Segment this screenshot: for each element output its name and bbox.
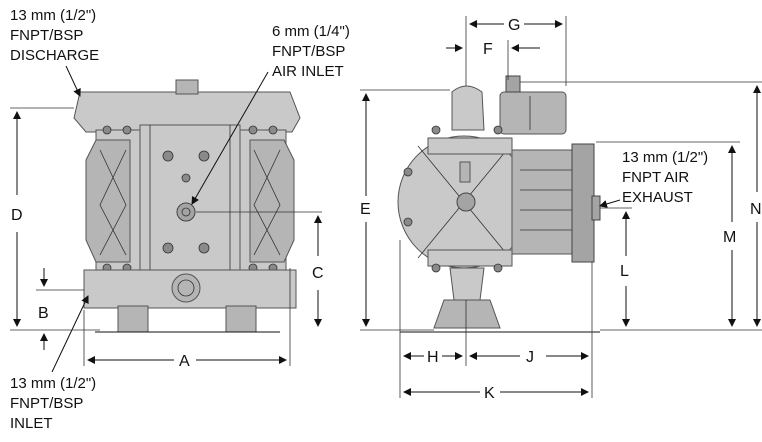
front-left-chamber <box>85 139 131 263</box>
dimension-h-label: H <box>427 349 439 366</box>
dimension-d-label: D <box>11 207 23 224</box>
front-right-chamber <box>249 139 295 263</box>
front-bolts <box>102 125 278 273</box>
dimension-f: F <box>446 40 540 80</box>
air-inlet-name: AIR INLET <box>272 63 344 80</box>
front-left-foot <box>117 305 149 333</box>
front-air-inlet-fitting <box>176 202 196 222</box>
dimension-e-label: E <box>360 201 371 218</box>
side-motor-body <box>511 149 575 255</box>
exhaust-size: 13 mm (1/2") <box>622 149 708 166</box>
dimension-l-label: L <box>620 263 629 280</box>
dimension-b: B <box>36 268 84 350</box>
inlet-size: 13 mm (1/2") <box>10 375 96 392</box>
side-emblem <box>456 192 476 212</box>
discharge-size: 13 mm (1/2") <box>10 7 96 24</box>
front-view: 13 mm (1/2") FNPT/BSP DISCHARGE 6 mm (1/… <box>10 7 350 432</box>
side-air-valve <box>499 91 567 135</box>
front-inlet-port <box>171 273 201 303</box>
dimension-a: A <box>83 268 291 370</box>
dimension-a-label: A <box>179 353 190 370</box>
air-inlet-callout: 6 mm (1/4") FNPT/BSP AIR INLET <box>191 23 350 205</box>
discharge-name: DISCHARGE <box>10 47 99 64</box>
dimension-b-label: B <box>38 305 49 322</box>
dimension-k-label: K <box>484 385 495 402</box>
dimension-j: J <box>469 262 593 398</box>
dimension-k: K <box>403 385 589 402</box>
dimension-c: C <box>196 211 324 327</box>
dimension-d: D <box>10 107 100 331</box>
dimension-e: E <box>360 89 450 331</box>
side-base <box>433 299 501 329</box>
dimension-c-label: C <box>312 265 324 282</box>
air-inlet-thread: FNPT/BSP <box>272 43 345 60</box>
dimension-j-label: J <box>526 349 534 366</box>
inlet-thread: FNPT/BSP <box>10 395 83 412</box>
front-discharge-port <box>175 79 199 95</box>
exhaust-thread: FNPT AIR <box>622 169 689 186</box>
discharge-thread: FNPT/BSP <box>10 27 83 44</box>
exhaust-name: EXHAUST <box>622 189 693 206</box>
exhaust-callout: 13 mm (1/2") FNPT AIR EXHAUST <box>599 149 708 208</box>
dimension-l: L <box>600 207 632 327</box>
dimension-g: G <box>465 16 567 86</box>
side-discharge-elbow <box>451 85 485 131</box>
inlet-name: INLET <box>10 415 53 432</box>
side-neck <box>449 267 485 301</box>
inlet-callout: 13 mm (1/2") FNPT/BSP INLET <box>10 295 96 432</box>
dimension-n: N <box>520 81 762 331</box>
side-bolts <box>403 125 503 273</box>
dimension-g-label: G <box>508 17 520 34</box>
air-inlet-size: 6 mm (1/4") <box>272 23 350 40</box>
dimension-m-label: M <box>723 229 736 246</box>
side-exhaust-plate <box>571 143 595 263</box>
dimension-h: H <box>399 240 467 398</box>
discharge-callout: 13 mm (1/2") FNPT/BSP DISCHARGE <box>10 7 99 97</box>
dimension-m: M <box>596 141 740 327</box>
side-view: 13 mm (1/2") FNPT AIR EXHAUST G F E <box>360 16 762 402</box>
front-discharge-manifold <box>73 91 301 133</box>
dimension-f-label: F <box>483 41 493 58</box>
front-right-foot <box>225 305 257 333</box>
dimension-n-label: N <box>750 201 762 218</box>
